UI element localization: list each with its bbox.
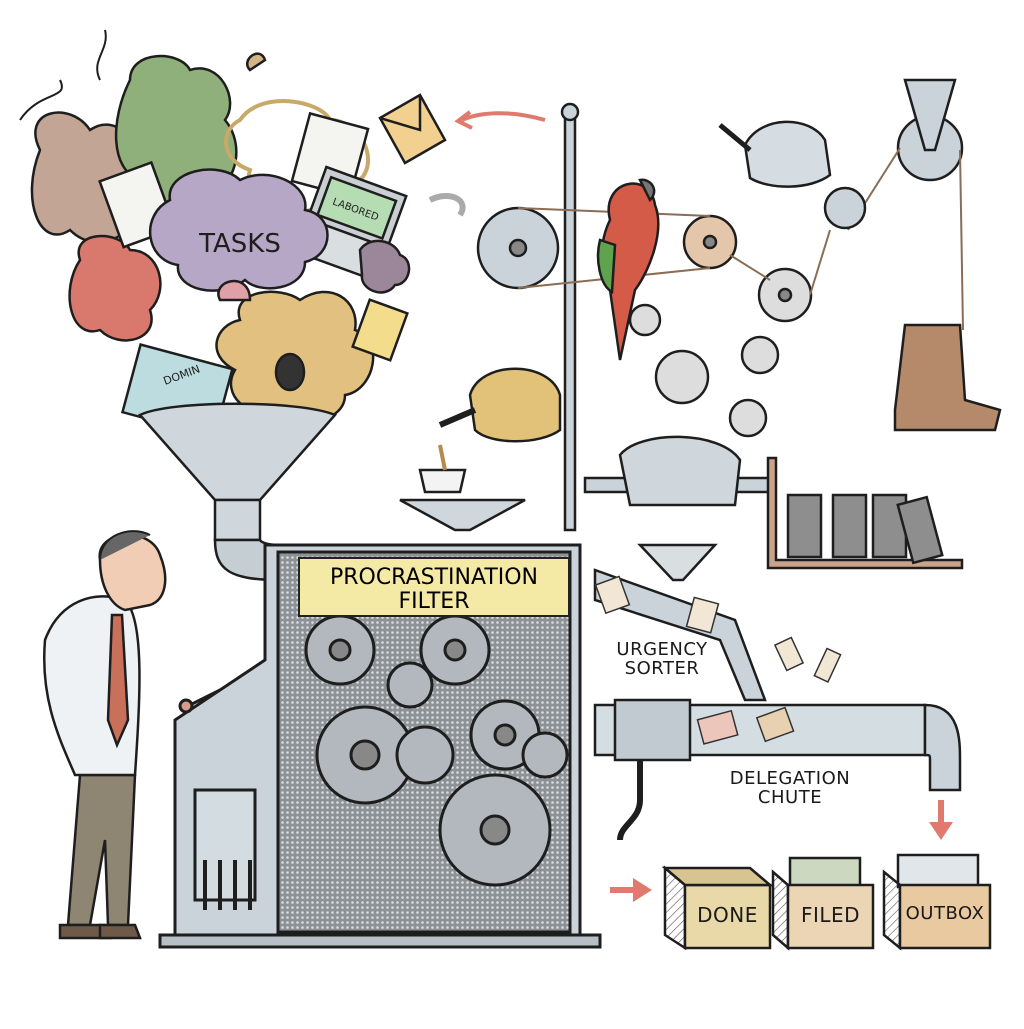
- pulley-rig: [438, 78, 1002, 582]
- tasks-cloud-label: TASKS: [198, 229, 281, 259]
- urgency-sorter-label: URGENCY SORTER: [616, 639, 708, 679]
- outbox-box: [882, 853, 992, 951]
- filed-box-label: FILED: [800, 903, 861, 927]
- task-heap: LABORED: [19, 29, 466, 439]
- delegation-pipe: [593, 568, 962, 841]
- plate-line-1: PROCRASTINATION: [329, 565, 539, 590]
- done-box-label: DONE: [697, 903, 758, 927]
- plate-line-2: FILTER: [398, 589, 470, 614]
- teacup-funnel: [399, 444, 526, 532]
- output-boxes: [661, 853, 992, 951]
- outbox-box-label: OUTBOX: [905, 903, 985, 924]
- done-box: [661, 865, 774, 951]
- filed-box: [771, 856, 875, 951]
- procrastination-filter-plate: PROCRASTINATION FILTER: [298, 557, 570, 617]
- delegation-chute-label: DELEGATION CHUTE: [729, 768, 851, 808]
- tired-office-worker: [43, 530, 167, 940]
